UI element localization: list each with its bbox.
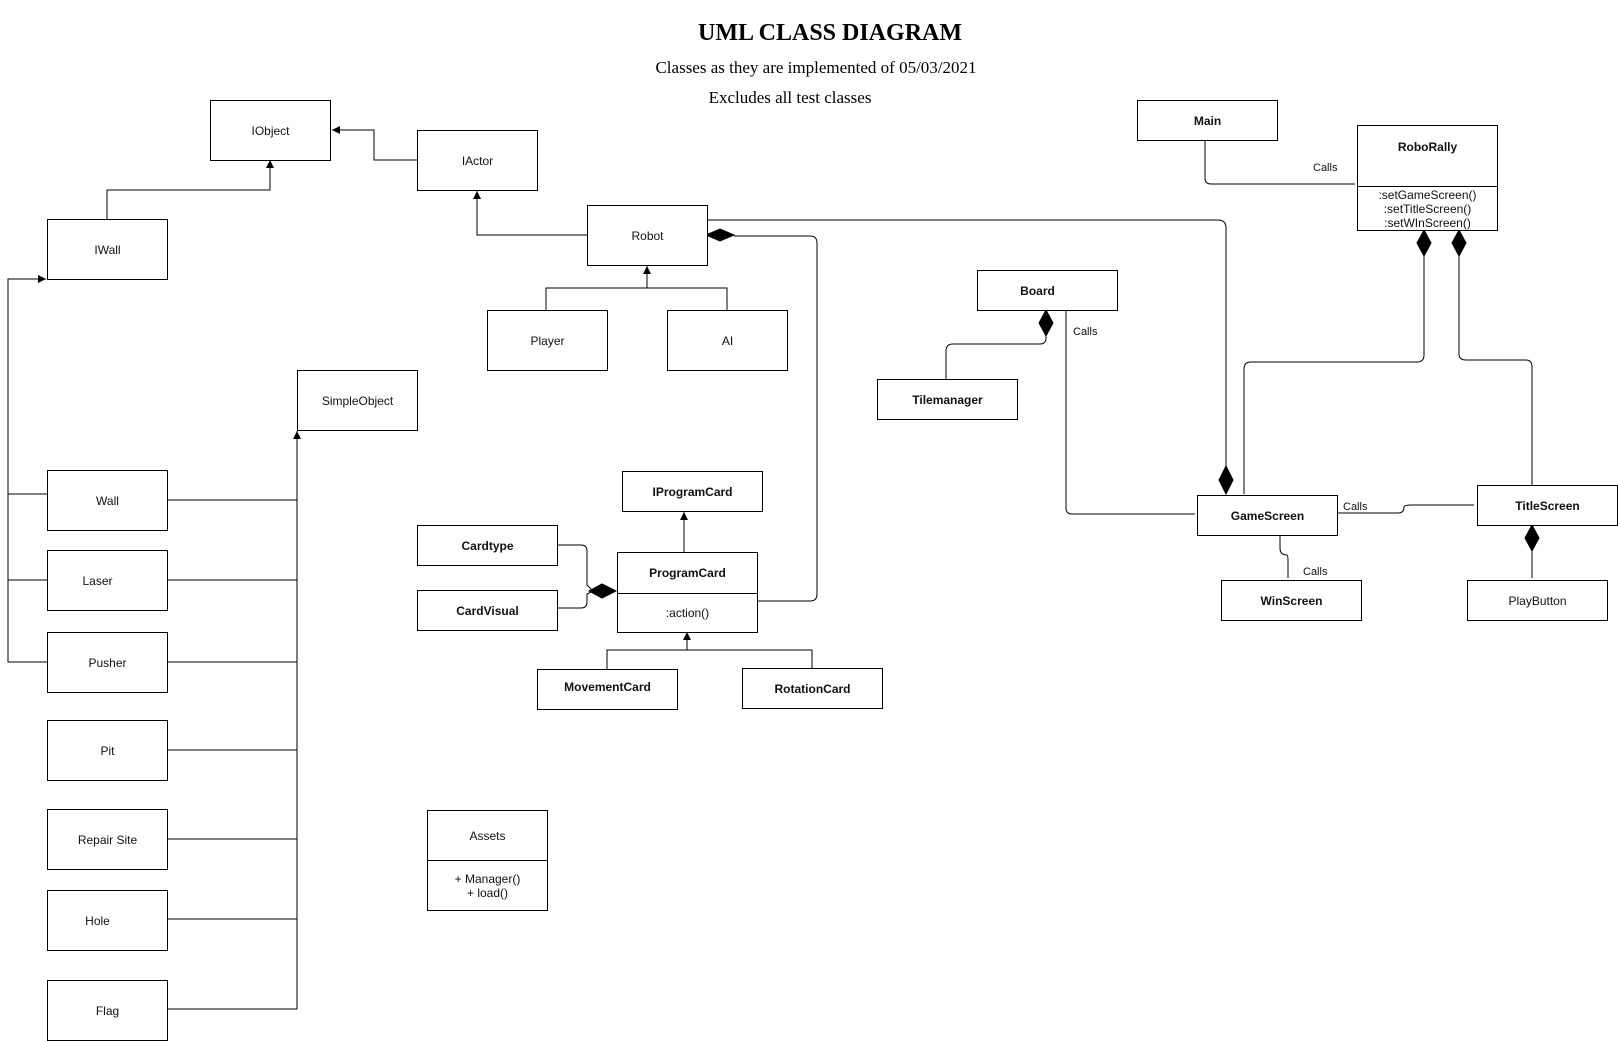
edge-robot-gamescreen xyxy=(707,219,1227,466)
class-roborally-method-3: :setWInScreen() xyxy=(1384,216,1471,230)
class-cardvisual-label: CardVisual xyxy=(456,603,519,618)
class-programcard-methods: :action() xyxy=(665,606,710,620)
class-player-label: Player xyxy=(530,333,565,348)
edge-main-roborally xyxy=(1204,140,1355,185)
class-pusher-label: Pusher xyxy=(88,655,127,670)
class-programcard-label: ProgramCard xyxy=(618,553,757,594)
diamond-gamescreen xyxy=(1218,464,1234,496)
edge-board-gamescreen xyxy=(1065,310,1195,515)
class-cardtype[interactable]: Cardtype xyxy=(417,525,558,566)
label-calls-main: Calls xyxy=(1313,162,1338,174)
class-winscreen[interactable]: WinScreen xyxy=(1221,580,1362,621)
edge-roborally-gamescreen xyxy=(1243,256,1425,494)
edge-cards-programcard xyxy=(606,649,813,669)
edge-tilemanager-board xyxy=(945,336,1047,379)
class-tilemanager-label: Tilemanager xyxy=(912,392,983,407)
diamond-titlescreen xyxy=(1524,523,1540,553)
class-winscreen-label: WinScreen xyxy=(1260,593,1323,608)
class-titlescreen-label: TitleScreen xyxy=(1515,498,1580,513)
class-assets-label: Assets xyxy=(428,811,547,861)
edge-iwall-iobject xyxy=(106,160,274,219)
class-robot[interactable]: Robot xyxy=(587,205,708,266)
diagram-title: UML CLASS DIAGRAM xyxy=(697,20,963,46)
class-playbutton-label: PlayButton xyxy=(1508,593,1567,608)
class-flag-label: Flag xyxy=(95,1003,120,1018)
diamond-board xyxy=(1038,308,1054,338)
class-titlescreen[interactable]: TitleScreen xyxy=(1477,485,1618,526)
class-gamescreen[interactable]: GameScreen xyxy=(1197,495,1338,536)
class-hole[interactable]: Hole xyxy=(47,890,168,951)
class-robot-label: Robot xyxy=(631,228,664,243)
class-pit-label: Pit xyxy=(100,743,115,758)
class-main[interactable]: Main xyxy=(1137,100,1278,141)
class-iprogramcard[interactable]: IProgramCard xyxy=(622,471,763,512)
class-assets[interactable]: Assets + Manager() + load() xyxy=(427,810,548,911)
label-calls-win: Calls xyxy=(1303,566,1328,578)
class-pusher[interactable]: Pusher xyxy=(47,632,168,693)
edge-gamescreen-winscreen xyxy=(1279,536,1289,578)
class-simpleobject[interactable]: SimpleObject xyxy=(297,370,418,431)
class-laser-label: Laser xyxy=(82,573,113,588)
class-roborally[interactable]: RoboRally :setGameScreen() :setTitleScre… xyxy=(1357,125,1498,231)
class-pit[interactable]: Pit xyxy=(47,720,168,781)
diamond-robot xyxy=(704,228,736,242)
class-iobject-label: IObject xyxy=(251,123,290,138)
label-calls-title: Calls xyxy=(1343,501,1368,513)
edge-roborally-titlescreen xyxy=(1458,256,1533,485)
edge-walls-iwall xyxy=(7,493,47,663)
class-player[interactable]: Player xyxy=(487,310,608,371)
label-calls-board: Calls xyxy=(1073,326,1098,338)
edge-cardtype-programcard xyxy=(557,544,594,592)
class-tilemanager[interactable]: Tilemanager xyxy=(877,379,1018,420)
class-iactor[interactable]: IActor xyxy=(417,130,538,191)
edge-gamescreen-titlescreen xyxy=(1335,504,1474,514)
class-assets-method-2: + load() xyxy=(466,886,509,900)
class-wall-label: Wall xyxy=(96,493,119,508)
class-gamescreen-label: GameScreen xyxy=(1230,508,1305,523)
class-cardvisual[interactable]: CardVisual xyxy=(417,590,558,631)
edge-cardvisual-programcard xyxy=(557,590,594,609)
class-rotationcard[interactable]: RotationCard xyxy=(742,668,883,709)
class-wall[interactable]: Wall xyxy=(47,470,168,531)
class-rotationcard-label: RotationCard xyxy=(774,681,851,696)
class-roborally-method-1: :setGameScreen() xyxy=(1378,188,1477,202)
diagram-header: UML CLASS DIAGRAM Classes as they are im… xyxy=(0,0,1618,120)
class-cardtype-label: Cardtype xyxy=(461,538,514,553)
class-iwall-label: IWall xyxy=(94,242,121,257)
diagram-note: Excludes all test classes xyxy=(708,88,872,107)
edge-iactor-iobject xyxy=(332,126,417,161)
class-hole-label: Hole xyxy=(85,913,110,928)
class-repair-site-label: Repair Site xyxy=(77,832,138,847)
diamond-roborally-title xyxy=(1451,228,1467,258)
class-movementcard[interactable]: MovementCard xyxy=(537,669,678,710)
class-board[interactable]: Board xyxy=(977,270,1118,311)
diagram-subtitle: Classes as they are implemented of 05/03… xyxy=(655,58,977,77)
class-simpleobject-label: SimpleObject xyxy=(321,393,394,408)
class-roborally-label: RoboRally xyxy=(1358,126,1497,187)
class-ai-label: AI xyxy=(721,333,734,348)
diamond-roborally-game xyxy=(1416,228,1432,258)
class-iactor-label: IActor xyxy=(461,153,494,168)
class-movementcard-label: MovementCard xyxy=(564,679,651,694)
class-iwall[interactable]: IWall xyxy=(47,219,168,280)
class-programcard[interactable]: ProgramCard :action() xyxy=(617,552,758,633)
edge-iwall-arrow xyxy=(7,275,46,494)
class-flag[interactable]: Flag xyxy=(47,980,168,1041)
edge-player-robot xyxy=(545,287,728,310)
class-board-label: Board xyxy=(1020,283,1055,298)
diamond-programcard xyxy=(587,583,618,599)
class-playbutton[interactable]: PlayButton xyxy=(1467,580,1608,621)
class-roborally-method-2: :setTitleScreen() xyxy=(1383,202,1472,216)
class-repair-site[interactable]: Repair Site xyxy=(47,809,168,870)
class-ai[interactable]: AI xyxy=(667,310,788,371)
class-iobject[interactable]: IObject xyxy=(210,100,331,161)
class-main-label: Main xyxy=(1193,113,1222,128)
edge-robot-iactor xyxy=(473,191,587,236)
class-assets-method-1: + Manager() xyxy=(454,872,521,886)
class-laser[interactable]: Laser xyxy=(47,550,168,611)
class-iprogramcard-label: IProgramCard xyxy=(652,484,733,499)
edge-programcard-robot xyxy=(734,235,818,602)
